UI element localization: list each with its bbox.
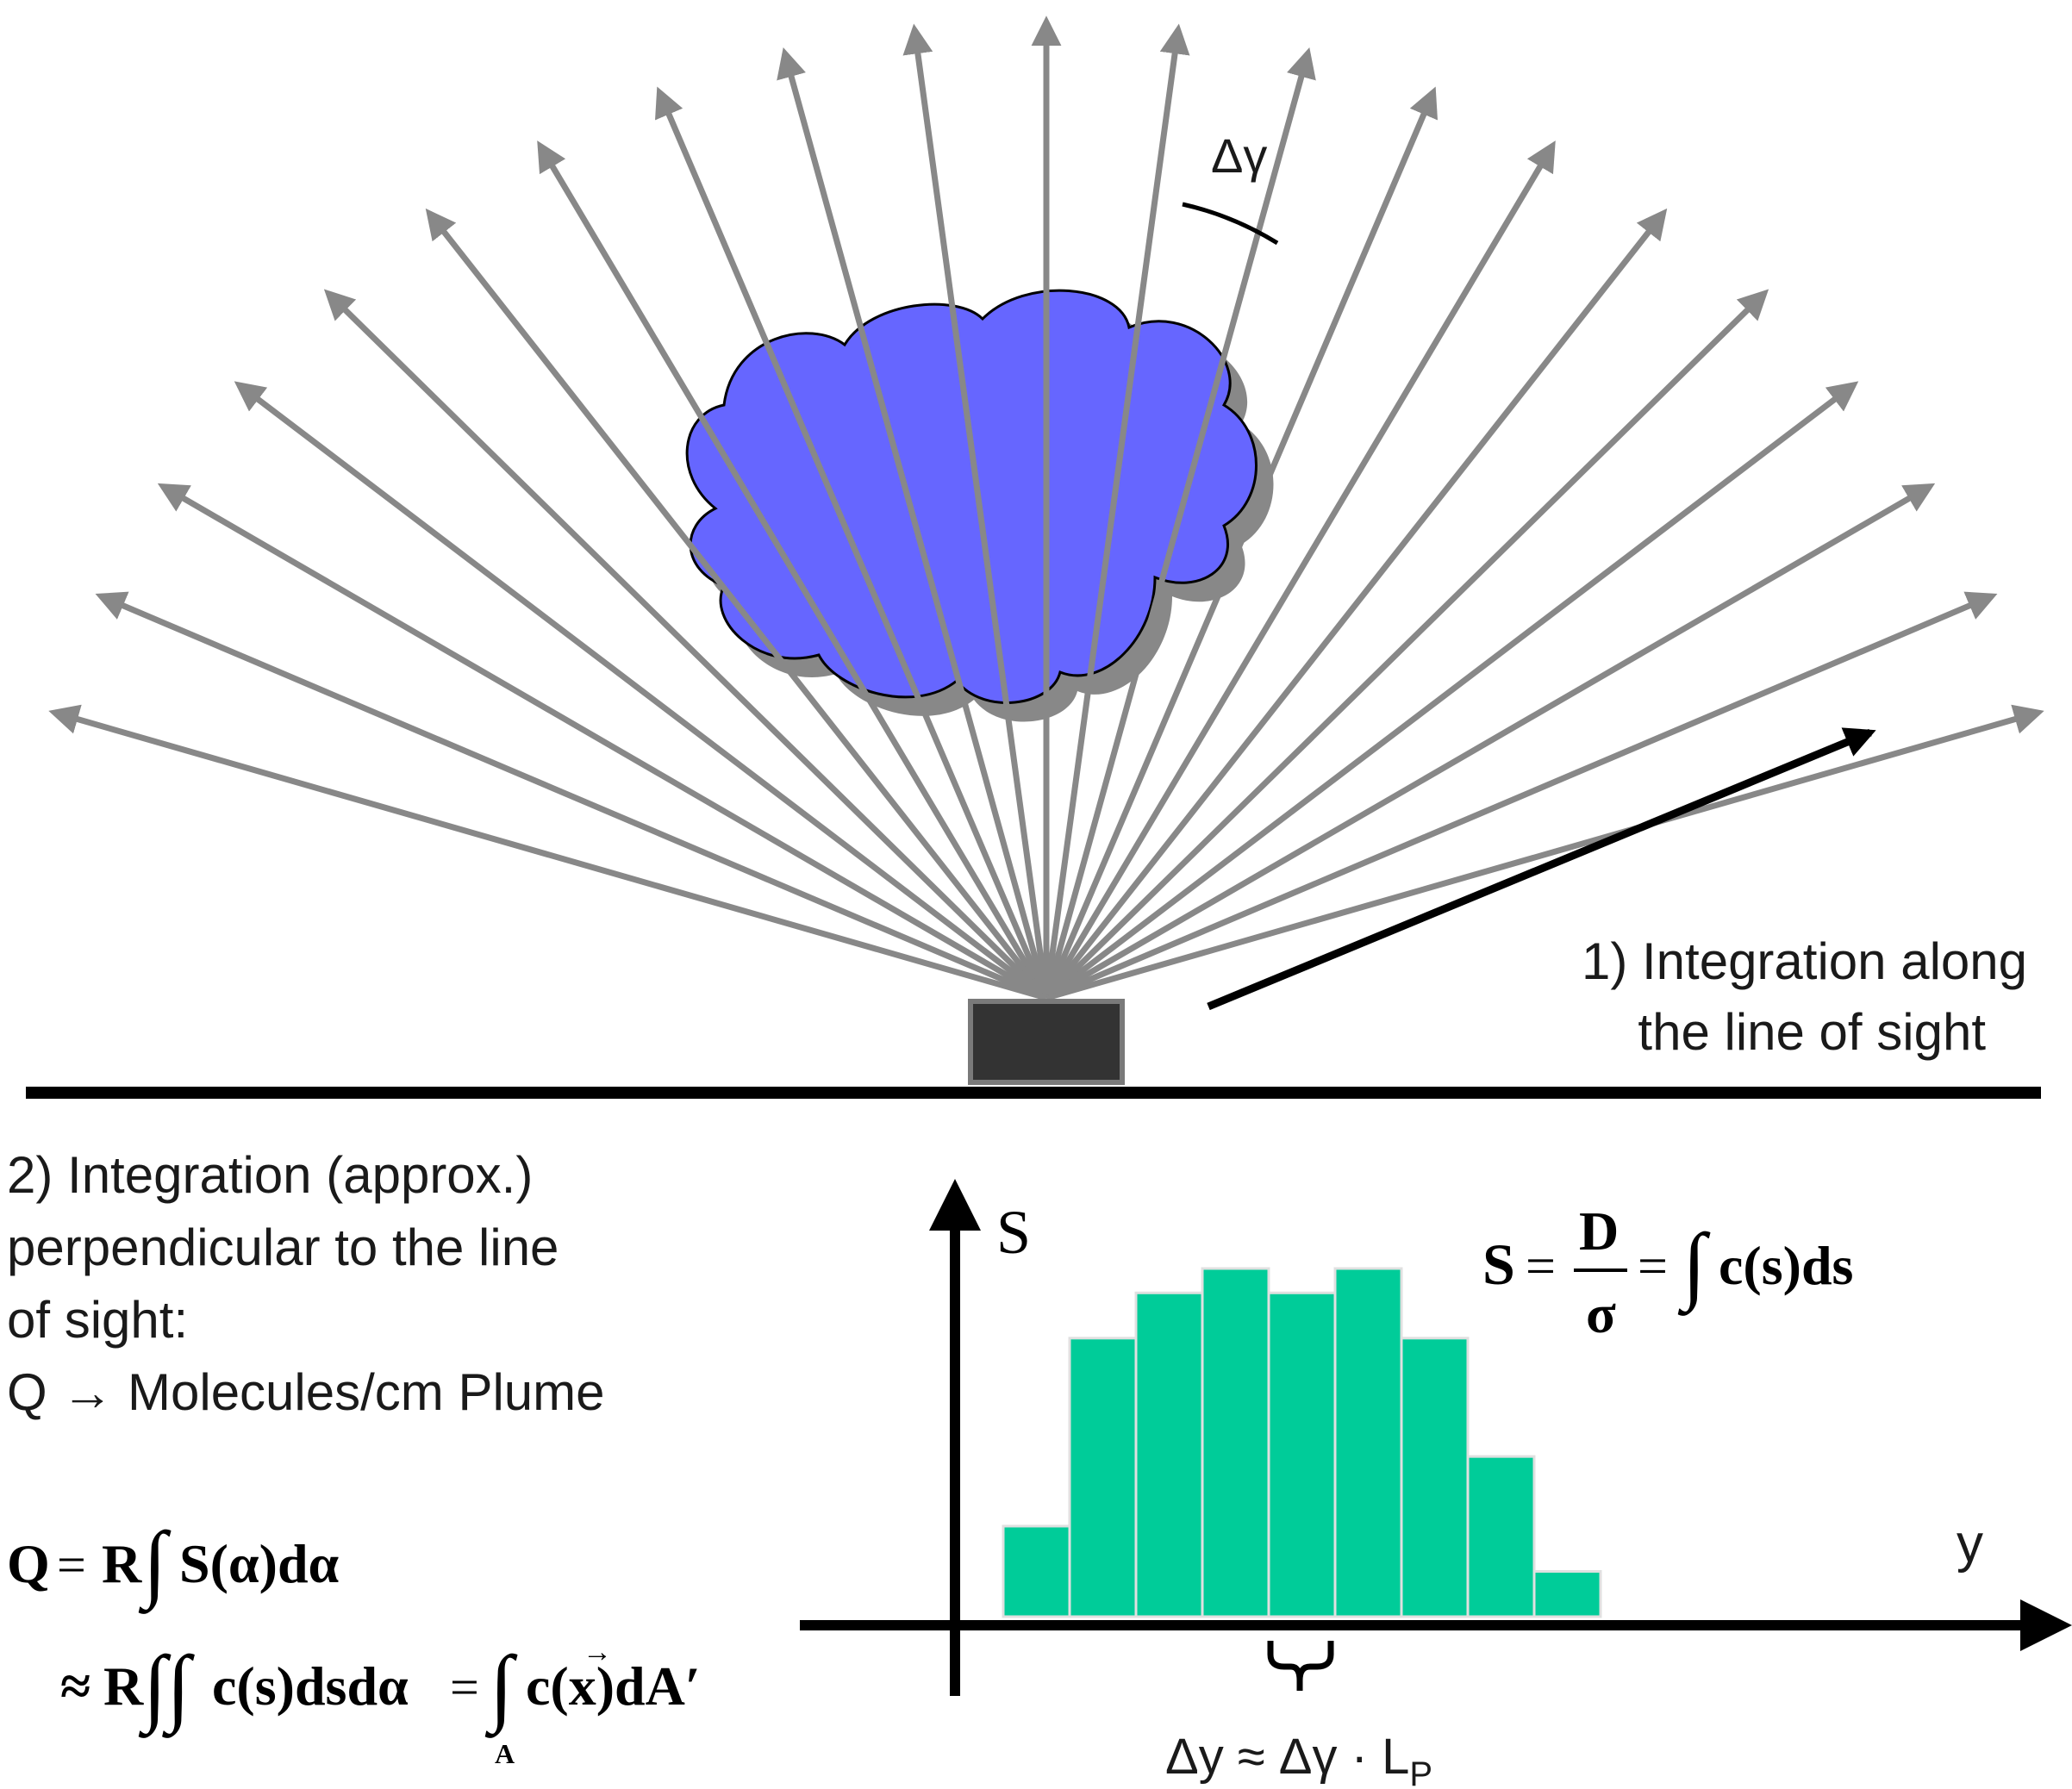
- chart-bar: [1466, 1455, 1536, 1618]
- bin-width-label-subscript: P: [1409, 1755, 1432, 1789]
- bin-width-label: Δy ≈ Δγ · LP: [1165, 1729, 1432, 1789]
- q-integral: ∫: [138, 1514, 172, 1614]
- scan-ray: [902, 23, 1050, 999]
- chart-bar: [1400, 1337, 1470, 1618]
- scan-ray: [1044, 208, 1668, 1000]
- scan-rays: [48, 16, 2044, 1001]
- scan-ray: [1043, 47, 1316, 999]
- chart-bar: [1333, 1267, 1403, 1618]
- chart-x-axis-label: y: [1957, 1514, 1983, 1574]
- q-rhs: S(α)dα: [179, 1533, 340, 1594]
- q2-eq: =: [450, 1659, 479, 1716]
- q-approx-formula: ≈ R ∫∫ c(s)dsdα = ∫ A c(x)dA′ →: [60, 1636, 701, 1769]
- step2-text-line3: of sight:: [7, 1291, 188, 1349]
- scan-ray: [1043, 140, 1556, 1000]
- scan-ray: [777, 47, 1050, 999]
- bin-width-label-main: Δy ≈ Δγ · L: [1165, 1729, 1409, 1785]
- chart-bar: [1532, 1569, 1602, 1618]
- signal-denominator: σ: [1586, 1283, 1616, 1344]
- bin-width-brace: [1267, 1641, 1334, 1691]
- q2-approx: ≈: [60, 1655, 90, 1717]
- signal-eq1: =: [1526, 1237, 1556, 1296]
- instrument-box: [968, 999, 1125, 1085]
- chart-y-axis-label: S: [996, 1198, 1031, 1267]
- q2-rhs: c(x)dA′: [526, 1655, 701, 1717]
- signal-lhs: S: [1482, 1231, 1515, 1297]
- signal-formula: S = D σ = ∫ c(s)ds: [1482, 1200, 1853, 1344]
- scan-ray: [1043, 86, 1438, 1000]
- scan-ray: [1045, 483, 1936, 1001]
- step1-text-line2: the line of sight: [1638, 1003, 1986, 1061]
- scan-ray: [1043, 23, 1190, 999]
- q2-area-subscript: A: [495, 1738, 515, 1769]
- scan-ray: [537, 140, 1050, 1000]
- scan-ray: [157, 483, 1048, 1001]
- scan-ray: [1045, 704, 2044, 1001]
- scan-ray: [425, 208, 1049, 1000]
- q-r: R: [102, 1533, 142, 1594]
- angle-label: Δγ: [1211, 128, 1267, 183]
- chart-bar: [1002, 1524, 1071, 1618]
- signal-integral: ∫: [1677, 1216, 1711, 1316]
- signal-eq2: =: [1638, 1237, 1668, 1296]
- chart-bars: [1002, 1267, 1602, 1618]
- step1-text-line1: 1) Integration along: [1582, 932, 2027, 990]
- q2-mid: c(s)dsdα: [212, 1655, 409, 1717]
- scan-ray: [323, 289, 1049, 1000]
- signal-numerator: D: [1579, 1200, 1619, 1262]
- scan-ray: [1045, 591, 1998, 1001]
- line-of-sight-arrow: [1207, 727, 1876, 1011]
- scan-ray: [655, 86, 1050, 1000]
- scan-ray: [48, 704, 1047, 1001]
- q2-vector-arrow: →: [583, 1636, 612, 1668]
- step2-text-line1: 2) Integration (approx.): [7, 1146, 533, 1204]
- chart-bar: [1068, 1337, 1138, 1618]
- scan-ray: [1044, 289, 1769, 1000]
- q-formula: Q = R ∫ S(α)dα: [7, 1514, 340, 1614]
- step2-text-line2: perpendicular to the line: [7, 1219, 559, 1276]
- scan-ray: [1044, 381, 1859, 1000]
- scan-ray: [95, 591, 1048, 1001]
- q2-r: R: [103, 1655, 144, 1717]
- chart-bar: [1267, 1291, 1337, 1618]
- signal-rhs: c(s)ds: [1719, 1235, 1853, 1296]
- chart-bar: [1134, 1291, 1204, 1618]
- angle-arc: [1182, 202, 1279, 246]
- chart-bar: [1201, 1267, 1270, 1618]
- q2-area-integral: ∫: [484, 1638, 518, 1738]
- step2-text-line4: Q → Molecules/cm Plume: [7, 1363, 605, 1421]
- q2-double-integral: ∫∫: [138, 1638, 195, 1738]
- q-lhs: Q: [7, 1533, 50, 1594]
- q-eq: =: [57, 1537, 86, 1593]
- scan-ray: [234, 381, 1049, 1000]
